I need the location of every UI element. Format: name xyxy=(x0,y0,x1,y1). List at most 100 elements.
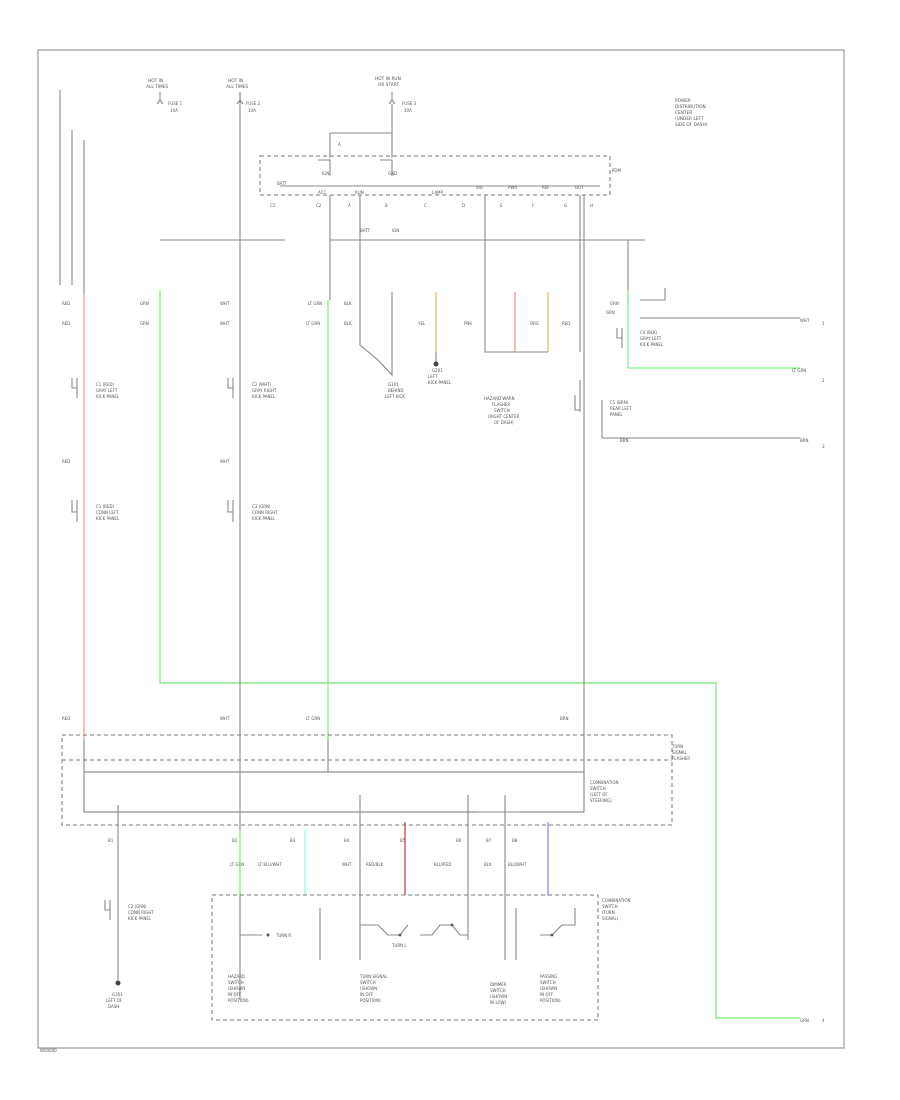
svg-text:DASH: DASH xyxy=(108,1004,119,1009)
svg-text:C1: C1 xyxy=(270,203,276,208)
svg-text:RED: RED xyxy=(562,321,570,326)
svg-text:HOT IN: HOT IN xyxy=(148,78,163,84)
svg-text:D: D xyxy=(462,203,465,208)
svg-text:A: A xyxy=(338,142,341,147)
lower-module-top-pins: RED WHT LT GRN BRN xyxy=(62,716,569,721)
svg-text:CENTER: CENTER xyxy=(675,110,692,116)
svg-text:WHT: WHT xyxy=(220,301,230,306)
svg-text:G101: G101 xyxy=(388,382,399,387)
svg-text:RUN: RUN xyxy=(355,190,364,195)
svg-text:(LEFT OF: (LEFT OF xyxy=(590,792,608,797)
svg-text:GRN: GRN xyxy=(140,321,149,326)
svg-text:(UNDER LEFT: (UNDER LEFT xyxy=(675,116,704,122)
svg-text:(RIGHT CENTER: (RIGHT CENTER xyxy=(488,414,520,419)
svg-text:WHT: WHT xyxy=(220,716,230,721)
svg-text:SWITCH: SWITCH xyxy=(602,904,618,909)
svg-text:10A: 10A xyxy=(170,108,178,113)
svg-text:SIDE OF DASH): SIDE OF DASH) xyxy=(675,122,708,128)
svg-text:C: C xyxy=(424,203,427,208)
svg-text:TURN R: TURN R xyxy=(275,933,291,938)
svg-text:STEERING): STEERING) xyxy=(590,798,612,803)
svg-text:F: F xyxy=(532,203,535,208)
svg-text:HOT IN RUN: HOT IN RUN xyxy=(375,76,401,82)
svg-text:GRN: GRN xyxy=(610,301,619,306)
diagram-frame xyxy=(37,49,845,1049)
svg-text:KICK PANEL: KICK PANEL xyxy=(96,516,120,521)
svg-text:C1 (RED): C1 (RED) xyxy=(96,504,115,509)
svg-text:B6: B6 xyxy=(456,838,462,843)
svg-text:FLASHER: FLASHER xyxy=(672,756,690,761)
svg-text:POSITION): POSITION) xyxy=(360,998,381,1003)
svg-text:B4: B4 xyxy=(344,838,350,843)
svg-text:LT GRN: LT GRN xyxy=(308,301,322,306)
svg-text:BLK: BLK xyxy=(344,301,352,306)
svg-text:(SHOWN: (SHOWN xyxy=(228,986,245,991)
svg-text:DIMMER: DIMMER xyxy=(490,982,507,987)
svg-text:CONN LEFT: CONN LEFT xyxy=(96,510,119,515)
green-wire-main xyxy=(159,290,800,1019)
svg-text:LEFT KICK: LEFT KICK xyxy=(385,394,405,399)
lower-module-box xyxy=(61,734,673,826)
fuse-c-symbol xyxy=(388,92,396,133)
svg-text:WHT: WHT xyxy=(342,862,352,867)
svg-text:RED: RED xyxy=(62,301,70,306)
svg-text:C2 (WHT): C2 (WHT) xyxy=(252,382,272,387)
fuse-b-label: HOT IN ALL TIMES FUSE 2 10A xyxy=(226,78,261,113)
svg-text:LAMP: LAMP xyxy=(432,190,444,195)
right-out-1-label: WHT xyxy=(800,318,810,323)
internal-relays xyxy=(318,159,393,176)
right-out-2-label: LT GRN xyxy=(792,368,806,373)
svg-text:WHT: WHT xyxy=(220,321,230,326)
svg-text:SIGNAL): SIGNAL) xyxy=(602,916,619,921)
svg-text:ORG: ORG xyxy=(530,321,539,326)
svg-text:LT GRN: LT GRN xyxy=(306,716,320,721)
svg-text:PANEL: PANEL xyxy=(610,412,623,417)
svg-text:REF: REF xyxy=(542,185,550,190)
footer-id: W00000 xyxy=(40,1048,57,1053)
svg-text:H: H xyxy=(590,203,593,208)
svg-text:KICK PANEL: KICK PANEL xyxy=(428,380,452,385)
svg-text:(TURN: (TURN xyxy=(602,910,615,915)
svg-text:IGN: IGN xyxy=(322,171,329,176)
svg-text:CONN RIGHT: CONN RIGHT xyxy=(252,510,278,515)
svg-text:GND: GND xyxy=(388,171,397,176)
svg-text:HAZARD WARN: HAZARD WARN xyxy=(484,396,515,401)
svg-text:SWITCH: SWITCH xyxy=(490,988,506,993)
svg-text:10A: 10A xyxy=(248,108,256,113)
svg-text:10A: 10A xyxy=(404,108,412,113)
connector-c-bottom: C2 (GRN) CONN RIGHT KICK PANEL xyxy=(104,900,154,921)
svg-text:C2: C2 xyxy=(316,203,322,208)
svg-text:BRN: BRN xyxy=(560,716,569,721)
svg-text:HAZARD: HAZARD xyxy=(228,974,245,979)
svg-text:TURN L: TURN L xyxy=(391,943,407,948)
svg-text:BEHIND: BEHIND xyxy=(388,388,404,393)
svg-text:COMBINATION: COMBINATION xyxy=(602,898,631,903)
switch-label-s4: PASSING SWITCH (SHOWN IN OFF POSITION) xyxy=(540,974,561,1003)
top-module-box xyxy=(259,155,611,196)
switch-box-name: COMBINATION SWITCH (TURN SIGNAL) xyxy=(602,898,631,921)
svg-text:C2 (GRN): C2 (GRN) xyxy=(128,904,147,909)
svg-text:C3 (GRN): C3 (GRN) xyxy=(252,504,271,509)
svg-text:PWR: PWR xyxy=(508,185,517,190)
svg-text:OUT: OUT xyxy=(575,185,584,190)
svg-text:G201: G201 xyxy=(432,368,443,373)
svg-text:TURN: TURN xyxy=(671,744,683,749)
right-out-4-label: GRN xyxy=(800,1018,809,1023)
bus-label-1: BATT xyxy=(360,228,371,233)
svg-text:SIG: SIG xyxy=(476,185,483,190)
svg-text:GRAY RIGHT: GRAY RIGHT xyxy=(252,388,277,393)
lower-module-name: TURN SIGNAL FLASHER xyxy=(671,744,690,761)
svg-text:RED: RED xyxy=(62,716,70,721)
svg-text:OR START: OR START xyxy=(378,82,399,88)
svg-text:GRN: GRN xyxy=(606,310,615,315)
svg-text:KICK PANEL: KICK PANEL xyxy=(252,516,276,521)
svg-text:SWITCH: SWITCH xyxy=(590,786,606,791)
svg-text:C4 (BLK): C4 (BLK) xyxy=(640,330,658,335)
svg-text:B8: B8 xyxy=(512,838,518,843)
svg-text:LT BLU/WHT: LT BLU/WHT xyxy=(258,862,282,867)
lower-module-name2: COMBINATION SWITCH (LEFT OF STEERING) xyxy=(590,780,619,803)
svg-text:KICK PANEL: KICK PANEL xyxy=(128,916,152,921)
svg-text:2: 2 xyxy=(822,378,825,383)
ground-g3: G301 LEFT OF DASH xyxy=(106,992,123,1009)
